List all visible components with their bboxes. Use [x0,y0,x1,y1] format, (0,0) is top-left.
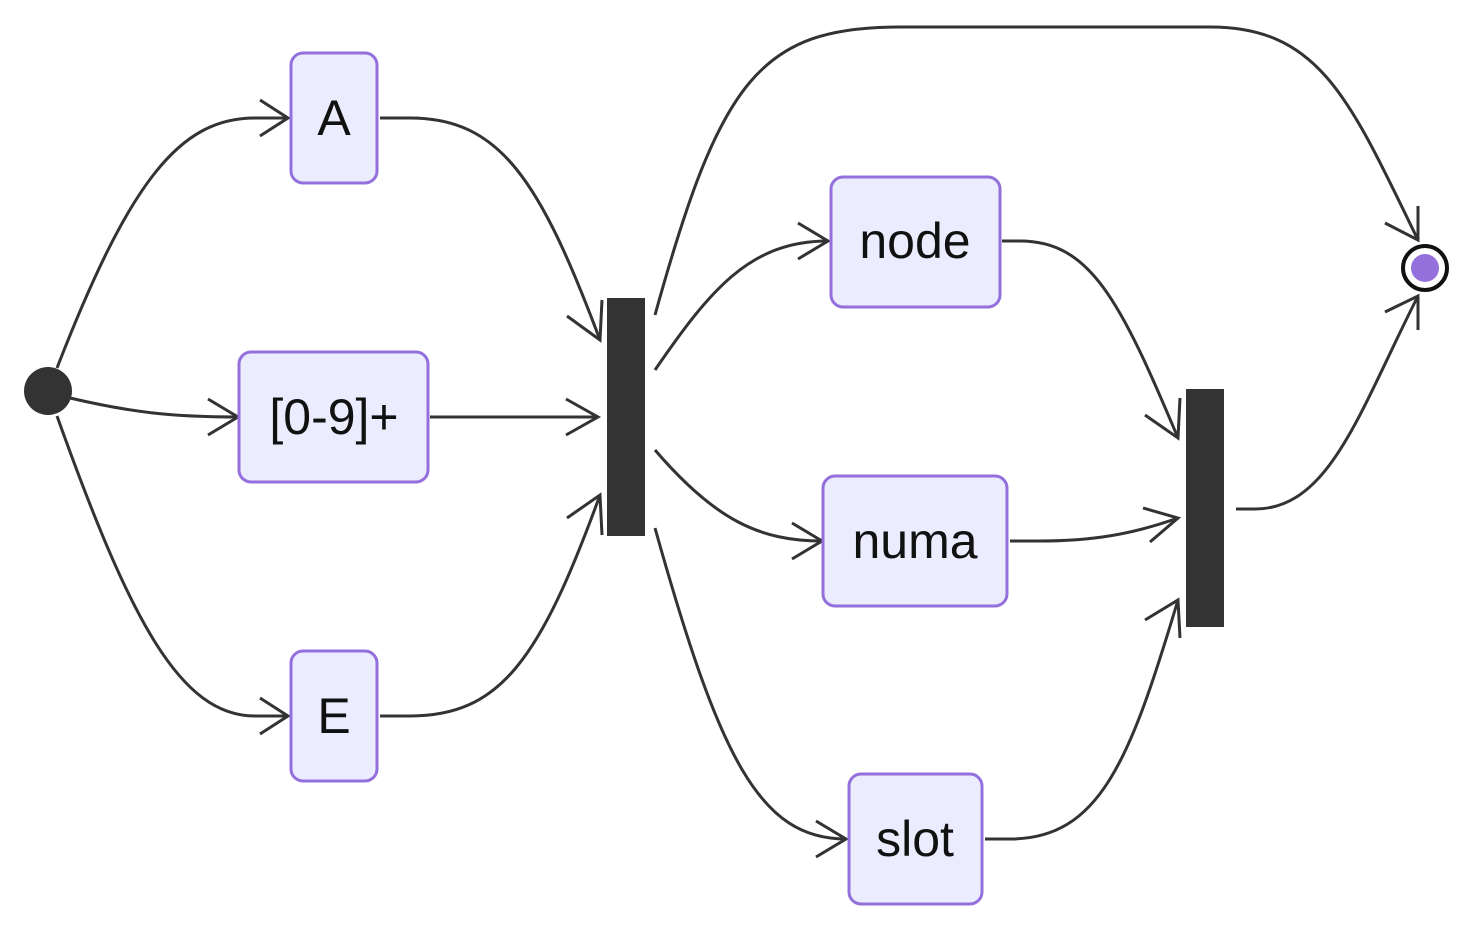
state-node: node [829,175,1002,309]
edge-numa-to-join-arrowhead [1142,506,1182,544]
edge-fork-to-node [653,239,829,371]
edge-join-to-end [1236,295,1420,511]
edge-node-to-join-arrowhead [1144,397,1182,441]
edge-start-to-e-arrowhead [259,696,291,736]
state-e-box [289,649,379,783]
join-bar [1186,389,1224,627]
start-state [24,367,72,415]
state-a-box [289,51,379,185]
edge-fork-to-slot-arrowhead [815,819,849,859]
state-range-label: [0-9]+ [269,389,398,445]
edge-start-to-range [69,396,239,419]
edge-a-to-fork-arrowhead [566,299,604,343]
edge-a-to-fork [380,116,602,341]
edge-slot-to-join [985,599,1180,841]
state-a-label: A [317,90,351,146]
state-e-label: E [317,688,350,744]
end-state-dot [1411,254,1439,282]
edges [55,25,1420,859]
edge-join-to-end-arrowhead [1384,293,1420,330]
edge-e-to-fork-arrowhead [566,492,604,536]
state-numa-label: numa [852,513,977,569]
state-a: A [289,51,379,185]
state-node-label: node [859,213,970,269]
edge-range-to-fork-arrowhead [565,397,602,437]
state-numa: numa [821,474,1009,608]
state-slot-box [847,772,984,906]
state-slot: slot [847,772,984,906]
edge-fork-to-numa [653,449,823,543]
end-state [1401,244,1449,292]
state-numa-box [821,474,1009,608]
edge-e-to-fork [380,494,602,718]
edge-node-to-join [1002,239,1180,439]
edge-fork-to-end-arrowhead [1384,206,1420,243]
state-slot-label: slot [876,811,954,867]
edge-fork-to-slot [653,527,847,841]
edge-fork-to-node-arrowhead [797,221,831,261]
edge-start-to-e [55,415,288,718]
edge-start-to-a-arrowhead [259,98,291,138]
state-range: [0-9]+ [237,350,430,484]
edge-slot-to-join-arrowhead [1144,597,1182,639]
state-range-box [237,350,430,484]
state-e: E [289,649,379,783]
state-node-box [829,175,1002,309]
edge-numa-to-join [1010,516,1179,543]
edge-start-to-a [55,116,288,369]
fork-bar [607,298,645,536]
edge-fork-to-end [653,25,1420,316]
